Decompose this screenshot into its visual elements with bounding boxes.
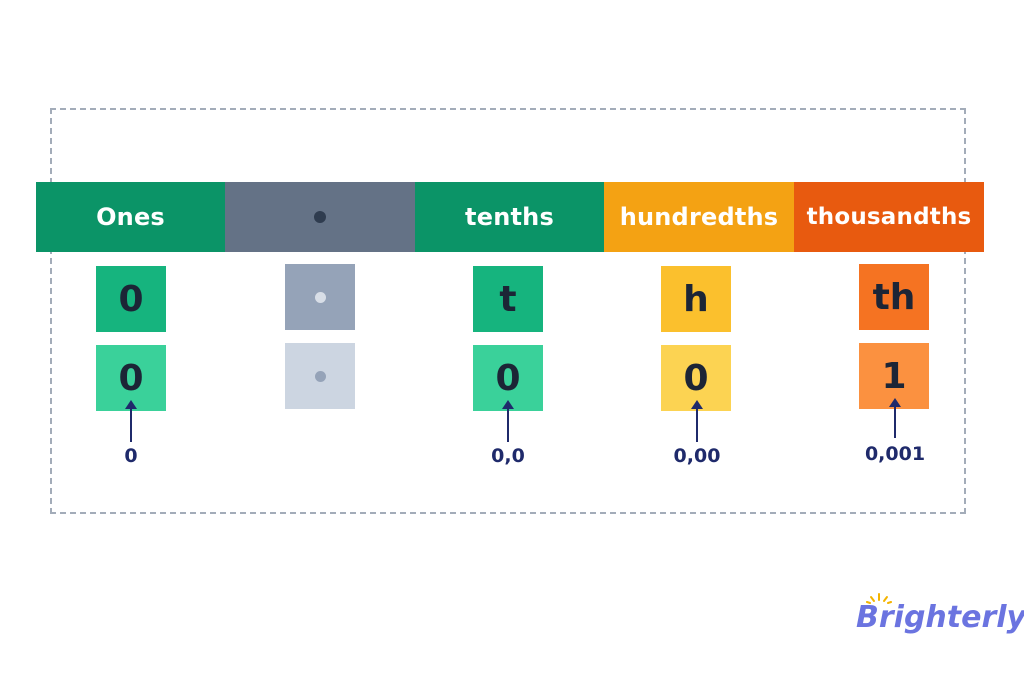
header-decimal-point <box>225 182 415 252</box>
header-thousandths: thousandths <box>794 182 984 252</box>
sun-rays-icon <box>866 593 892 604</box>
header-tenths: tenths <box>415 182 604 252</box>
decimal-point-icon <box>314 291 326 303</box>
decimal-point-icon <box>314 370 326 382</box>
arrow-up-icon <box>691 400 703 442</box>
arrow-up-icon <box>125 400 137 442</box>
symbol-hundredths: h <box>661 266 731 332</box>
symbol-point <box>285 264 355 330</box>
decimal-point-icon <box>314 211 326 223</box>
symbol-thousandths: th <box>859 264 929 330</box>
arrow-up-icon <box>889 398 901 438</box>
brighterly-logo: Brighterly <box>856 600 1024 635</box>
place-value-ones: 0 <box>124 445 138 467</box>
place-value-tenths: 0,0 <box>491 445 525 467</box>
digit-hundredths: 0 <box>661 345 731 411</box>
header-ones: Ones <box>36 182 225 252</box>
place-value-hundredths: 0,00 <box>673 445 721 467</box>
symbol-tenths: t <box>473 266 543 332</box>
dashed-frame <box>50 108 966 514</box>
header-hundredths: hundredths <box>604 182 794 252</box>
arrow-up-icon <box>502 400 514 442</box>
digit-point <box>285 343 355 409</box>
place-value-thousandths: 0,001 <box>864 443 926 465</box>
symbol-ones: 0 <box>96 266 166 332</box>
